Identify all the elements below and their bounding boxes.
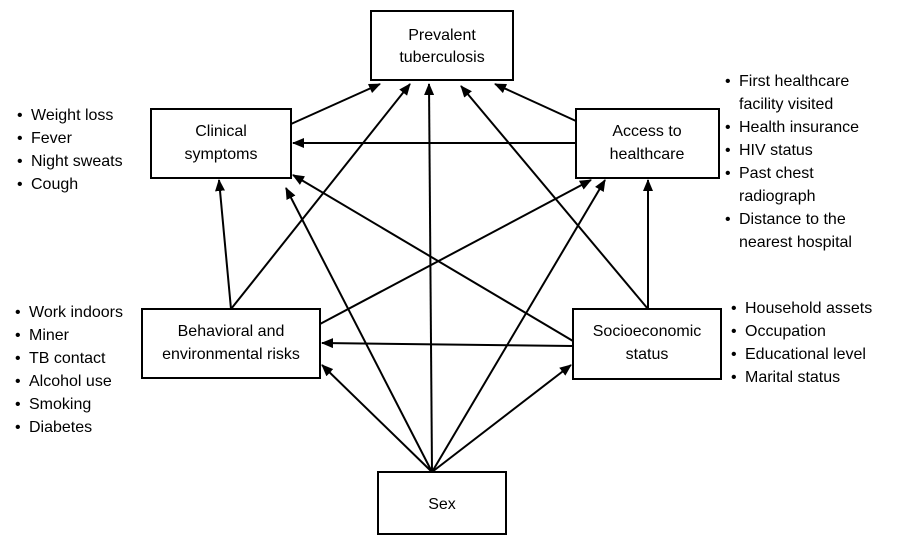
edge-behavioral-to-tb [230, 83, 411, 310]
edge-access-to-tb [494, 83, 577, 122]
list-item-text: HIV status [739, 142, 813, 159]
list-item: Occupation [731, 320, 872, 343]
access-to-healthcare-list: First healthcare facility visited Health… [725, 70, 885, 254]
node-clinical-symptoms: Clinical symptoms [150, 108, 292, 179]
edge-behavioral-to-clinical [215, 179, 232, 310]
node-socio-line-2: status [626, 346, 669, 363]
node-access-line-2: healthcare [610, 146, 685, 163]
list-item-text: Health insurance [739, 119, 860, 136]
edge-sex-to-access [431, 179, 606, 473]
clinical-symptoms-list: Weight loss Fever Night sweats Cough [17, 104, 123, 196]
node-sex: Sex [377, 471, 507, 535]
list-item: Miner [15, 324, 123, 347]
list-item-text: Distance to the nearest hospital [739, 211, 852, 251]
list-item: Work indoors [15, 301, 123, 324]
list-item: Marital status [731, 366, 872, 389]
socioeconomic-status-list: Household assets Occupation Educational … [731, 297, 872, 389]
list-item: Educational level [731, 343, 872, 366]
node-socio-line-1: Socioeconomic [593, 323, 702, 340]
edge-sex-to-socio [431, 364, 572, 473]
node-socioeconomic-status: Socioeconomic status [572, 308, 722, 380]
edge-sex-to-clinical [285, 187, 433, 473]
node-access-to-healthcare: Access to healthcare [575, 108, 720, 179]
list-item: Alcohol use [15, 370, 123, 393]
list-item: Diabetes [15, 416, 123, 439]
node-behavioral-line-1: Behavioral and [178, 323, 285, 340]
list-item: Smoking [15, 393, 123, 416]
edge-sex-to-behavioral [321, 364, 433, 473]
list-item-text: Past chest radiograph [739, 165, 816, 205]
list-item: Distance to the nearest hospital [725, 208, 885, 254]
node-tb-line-2: tuberculosis [399, 49, 484, 66]
list-item: Fever [17, 127, 123, 150]
edges-layer [215, 83, 653, 473]
edge-clinical-to-tb [290, 83, 381, 125]
edge-behavioral-to-access [319, 179, 592, 325]
list-item: Past chest radiograph [725, 162, 885, 208]
behavioral-risks-list: Work indoors Miner TB contact Alcohol us… [15, 301, 123, 439]
node-behavioral-environmental-risks: Behavioral and environmental risks [141, 308, 321, 379]
node-access-line-1: Access to [612, 123, 681, 140]
list-item: Night sweats [17, 150, 123, 173]
edge-socio-to-behavioral [321, 338, 574, 349]
list-item: Cough [17, 173, 123, 196]
list-item: HIV status [725, 139, 885, 162]
list-item: Household assets [731, 297, 872, 320]
node-prevalent-tuberculosis: Prevalent tuberculosis [370, 10, 514, 81]
edge-socio-to-tb [460, 85, 649, 310]
list-item: TB contact [15, 347, 123, 370]
node-behavioral-line-2: environmental risks [162, 346, 300, 363]
list-item: Health insurance [725, 116, 885, 139]
list-item: Weight loss [17, 104, 123, 127]
list-item: First healthcare facility visited [725, 70, 885, 116]
list-item-text: First healthcare facility visited [739, 73, 850, 113]
node-tb-line-1: Prevalent [408, 27, 476, 44]
node-clinical-line-2: symptoms [185, 146, 258, 163]
edge-sex-to-tb [424, 83, 435, 473]
node-sex-label: Sex [428, 496, 456, 513]
node-clinical-line-1: Clinical [195, 123, 247, 140]
